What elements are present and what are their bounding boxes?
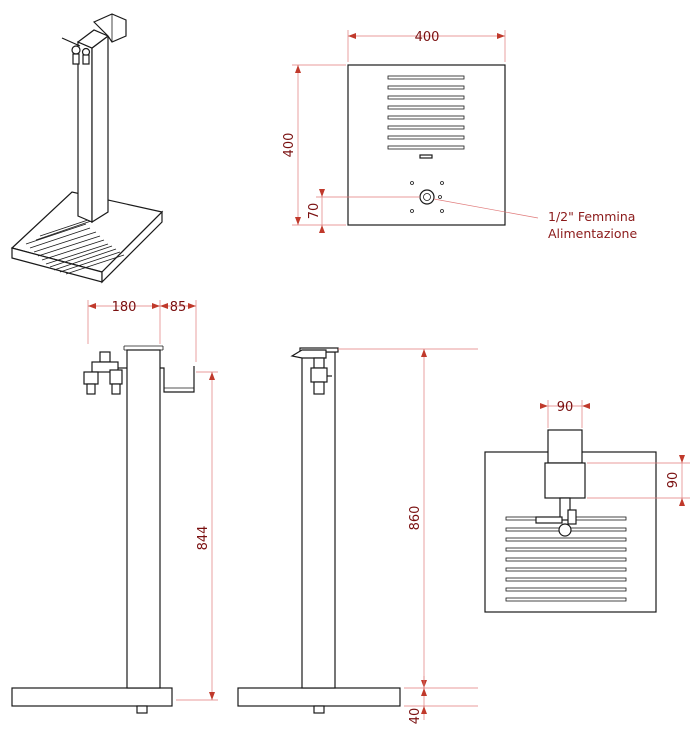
dim-top-depth: 90: [666, 472, 681, 489]
side-base: [237, 687, 401, 707]
side-column: [301, 351, 336, 689]
callout-leader: [433, 198, 539, 219]
front-column: [126, 349, 161, 689]
plan-grate-slots: [387, 75, 465, 159]
dim-front-height: 844: [196, 526, 211, 551]
front-view: [11, 300, 218, 714]
side-view: [237, 347, 478, 720]
dim-plan-width: 400: [415, 30, 440, 45]
inlet-fitting: [419, 189, 435, 205]
plan-view: [292, 30, 539, 233]
isometric-view: [10, 13, 164, 284]
iso-grate-slots: [25, 215, 125, 275]
dim-inlet-offset: 70: [307, 203, 322, 220]
callout-thread: 1/2" Femmina: [548, 209, 635, 224]
dim-front-right: 85: [170, 300, 187, 315]
dim-front-left: 180: [112, 300, 137, 315]
dim-base-thickness: 40: [408, 708, 423, 725]
top-view: [484, 400, 690, 613]
top-bracket: [547, 429, 583, 464]
dim-side-height: 860: [408, 506, 423, 531]
dim-plan-depth: 400: [282, 133, 297, 158]
top-column: [544, 462, 586, 499]
callout-supply: Alimentazione: [548, 226, 637, 241]
dim-top-width: 90: [557, 400, 574, 415]
front-base: [11, 687, 173, 707]
